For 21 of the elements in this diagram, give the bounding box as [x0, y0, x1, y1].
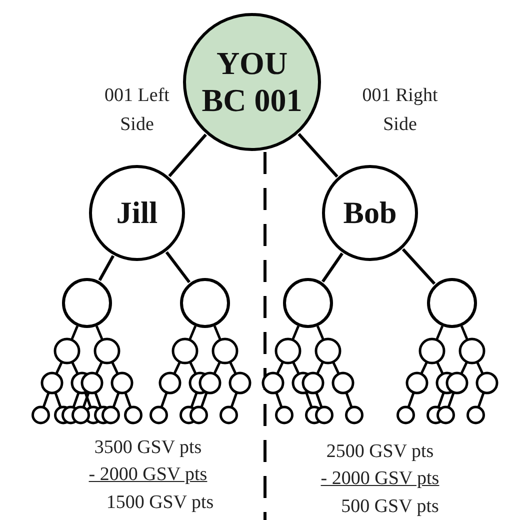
points-text: 500 GSV pts — [340, 495, 440, 519]
connector-line — [402, 248, 436, 285]
empty-circle — [283, 278, 333, 328]
connector-line — [168, 134, 207, 178]
member-name: YOU BC 001 — [200, 45, 304, 119]
empty-circle — [180, 278, 230, 328]
connector-line — [322, 252, 344, 282]
member-name: Bob — [342, 195, 398, 231]
connector-line — [98, 255, 115, 281]
points-text: - 2000 GSV pts — [320, 467, 440, 491]
empty-circle — [62, 278, 112, 328]
points-text: 1500 GSV pts — [105, 491, 215, 515]
leg-label: 001 Right Side — [361, 84, 439, 136]
connector-line — [165, 251, 191, 284]
member-name: Jill — [115, 195, 159, 231]
empty-circle — [427, 278, 477, 328]
points-text: 2500 GSV pts — [325, 440, 435, 464]
points-text: 3500 GSV pts — [93, 436, 203, 460]
leg-label: 001 Left Side — [104, 84, 170, 136]
points-text: - 2000 GSV pts — [88, 463, 208, 487]
connector-line — [298, 133, 338, 178]
